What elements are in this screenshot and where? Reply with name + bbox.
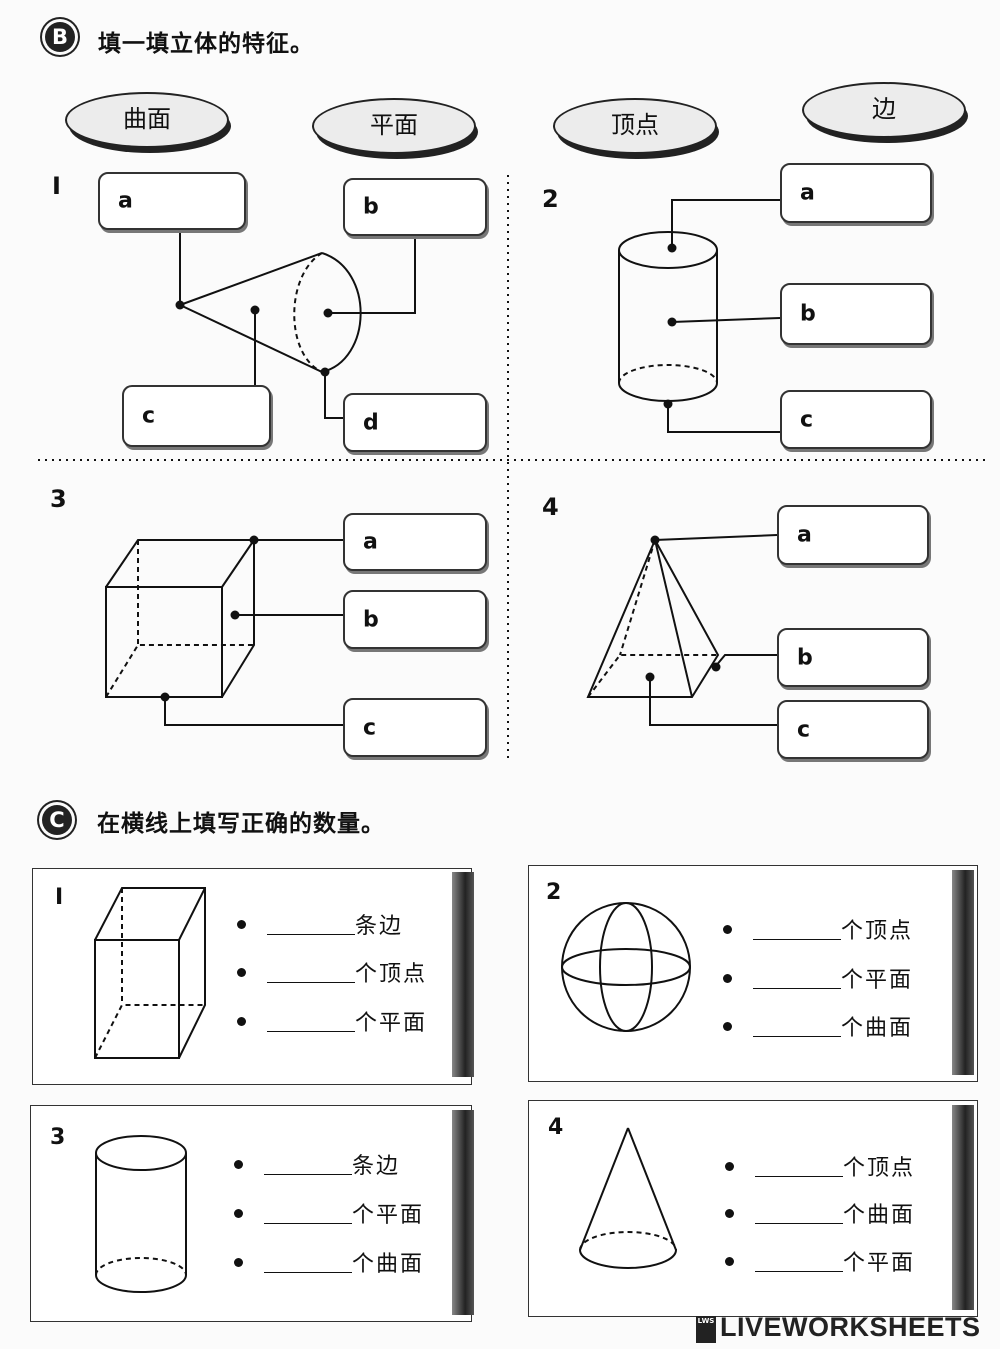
section-b-badge: B	[45, 22, 75, 52]
answer-line[interactable]	[753, 939, 841, 940]
card-3-item-3: 个曲面	[234, 1246, 494, 1278]
answer-line[interactable]	[264, 1272, 352, 1273]
card-2-item-3: 个曲面	[723, 1010, 983, 1042]
question-4-number: 4	[542, 493, 559, 521]
q3-answer-b[interactable]: b	[343, 590, 487, 649]
card-3-item-2: 个平面	[234, 1197, 494, 1229]
section-b-title: 填一填立体的特征。	[98, 31, 314, 57]
q3-answer-a[interactable]: a	[343, 513, 487, 571]
liveworksheets-logo-mark: LWS	[696, 1316, 716, 1343]
q2-answer-a[interactable]: a	[780, 163, 932, 223]
card-2-number: 2	[546, 880, 562, 905]
answer-line[interactable]	[755, 1271, 843, 1272]
card-2-item-2: 个平面	[723, 962, 983, 994]
cylinder-small-figure	[95, 1135, 187, 1293]
cube-figure	[105, 539, 345, 726]
answer-line[interactable]	[267, 982, 355, 983]
card-1-number: I	[55, 885, 64, 910]
section-c-badge: C	[42, 805, 72, 835]
answer-line[interactable]	[755, 1223, 843, 1224]
q4-answer-a[interactable]: a	[777, 505, 929, 565]
answer-line[interactable]	[753, 988, 841, 989]
sphere-figure	[561, 902, 691, 1032]
q1-answer-b[interactable]: b	[343, 178, 487, 236]
card-3-page-curl	[452, 1110, 474, 1315]
card-3-item-1: 条边	[234, 1148, 494, 1180]
card-4-page-curl	[952, 1105, 974, 1310]
card-4-number: 4	[548, 1115, 564, 1140]
q1-answer-c[interactable]: c	[122, 385, 271, 447]
card-2-item-1: 个顶点	[723, 913, 983, 945]
word-bank-edge[interactable]: 边	[802, 82, 966, 138]
q1-answer-a[interactable]: a	[98, 172, 246, 230]
card-1-item-1: 条边	[237, 908, 497, 940]
card-4-item-2: 个曲面	[725, 1197, 985, 1229]
cylinder-figure	[618, 199, 781, 433]
section-c-title: 在横线上填写正确的数量。	[97, 811, 385, 837]
card-2-items: 个顶点 个平面 个曲面	[723, 913, 943, 1053]
card-1-item-3: 个平面	[237, 1005, 497, 1037]
cuboid-figure	[94, 887, 206, 1059]
q4-answer-b[interactable]: b	[777, 628, 929, 687]
answer-line[interactable]	[264, 1223, 352, 1224]
card-1-page-curl	[452, 872, 474, 1077]
card-4-item-3: 个平面	[725, 1245, 985, 1277]
q1-answer-d[interactable]: d	[343, 393, 487, 452]
answer-line[interactable]	[267, 1031, 355, 1032]
pyramid-figure	[586, 534, 778, 726]
question-2-number: 2	[542, 185, 559, 213]
answer-line[interactable]	[755, 1176, 843, 1177]
word-bank-flat-surface[interactable]: 平面	[312, 98, 476, 154]
liveworksheets-logo: LIVEWORKSHEETS	[720, 1312, 981, 1342]
q2-answer-c[interactable]: c	[780, 390, 932, 449]
q4-answer-c[interactable]: c	[777, 700, 929, 759]
card-4-items: 个顶点 个曲面 个平面	[725, 1150, 945, 1290]
answer-line[interactable]	[264, 1174, 352, 1175]
cone-upright-figure	[579, 1127, 677, 1269]
card-3-items: 条边 个平面 个曲面	[234, 1148, 454, 1288]
question-1-number: I	[52, 172, 61, 200]
q2-answer-b[interactable]: b	[780, 283, 932, 345]
card-3-number: 3	[50, 1125, 66, 1150]
question-3-number: 3	[50, 485, 67, 513]
answer-line[interactable]	[267, 934, 355, 935]
card-4-item-1: 个顶点	[725, 1150, 985, 1182]
card-1-item-2: 个顶点	[237, 956, 497, 988]
word-bank-vertex[interactable]: 顶点	[553, 98, 717, 154]
word-bank-curved-surface[interactable]: 曲面	[65, 92, 229, 148]
card-1-items: 条边 个顶点 个平面	[237, 908, 457, 1048]
q3-answer-c[interactable]: c	[343, 698, 487, 757]
answer-line[interactable]	[753, 1036, 841, 1037]
cone-sideways-figure	[179, 230, 416, 419]
card-2-page-curl	[952, 870, 974, 1075]
